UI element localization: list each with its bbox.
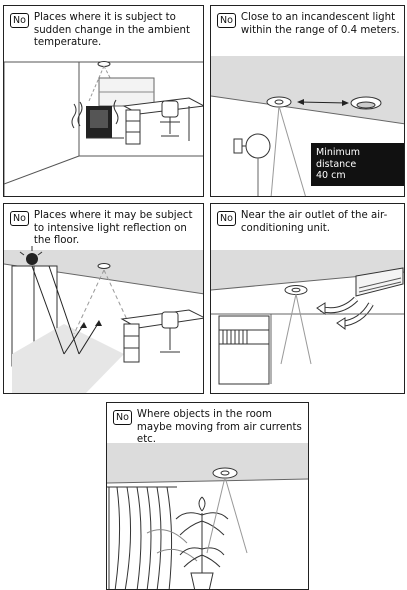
- no-badge: No: [10, 211, 29, 226]
- panel-caption: Close to an incandescent light within th…: [241, 12, 400, 37]
- caption-row: No Places where it is subject to sudden …: [10, 12, 199, 50]
- caption-row: No Where objects in the room maybe movin…: [113, 409, 304, 447]
- caption-row: No Near the air outlet of the air-condit…: [217, 210, 400, 235]
- no-badge: No: [10, 13, 29, 28]
- no-badge: No: [217, 211, 236, 226]
- no-badge: No: [113, 410, 132, 425]
- panel-temperature-change: No Places where it is subject to sudden …: [3, 5, 204, 197]
- panel-caption: Near the air outlet of the air-condition…: [241, 210, 400, 235]
- note-line-1: Minimum distance: [316, 147, 402, 170]
- no-badge: No: [217, 13, 236, 28]
- panel-moving-objects: No Where objects in the room maybe movin…: [106, 402, 309, 590]
- panel-caption: Places where it is subject to sudden cha…: [34, 12, 199, 50]
- caption-row: No Close to an incandescent light within…: [217, 12, 400, 37]
- panel-air-outlet: No Near the air outlet of the air-condit…: [210, 203, 405, 394]
- minimum-distance-label: Minimum distance 40 cm: [311, 143, 405, 186]
- panel-incandescent-light: No Close to an incandescent light within…: [210, 5, 405, 197]
- panel-light-reflection: No Places where it may be subject to int…: [3, 203, 204, 394]
- panel-caption: Places where it may be subject to intens…: [34, 210, 199, 248]
- panel-caption: Where objects in the room maybe moving f…: [137, 409, 304, 447]
- caption-row: No Places where it may be subject to int…: [10, 210, 199, 248]
- note-line-2: 40 cm: [316, 170, 402, 182]
